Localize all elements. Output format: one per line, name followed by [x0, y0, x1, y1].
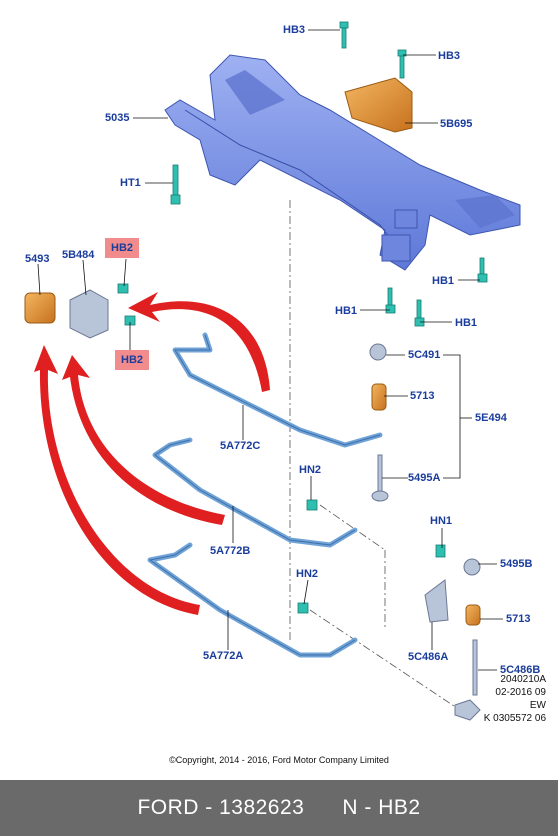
leader-lines [37, 29, 503, 671]
label-5035: 5035 [105, 112, 130, 124]
red-arrows [34, 292, 270, 615]
label-5b695: 5B695 [440, 118, 473, 130]
label-5a772b: 5A772B [210, 545, 251, 557]
label-5493: 5493 [25, 253, 50, 265]
drawing-date: 02-2016 09 [495, 687, 546, 698]
footer-part-number: FORD - 1382623 [137, 796, 305, 819]
label-hn2-top: HN2 [299, 464, 322, 476]
footer-part-code: N - HB2 [342, 796, 421, 819]
bracket-5b484 [69, 289, 109, 339]
label-5713-bottom: 5713 [506, 613, 531, 625]
label-5a772c: 5A772C [220, 440, 261, 452]
label-5713-top: 5713 [410, 390, 435, 402]
label-5a772a: 5A772A [203, 650, 244, 662]
center-lines [289, 200, 461, 711]
label-5b484: 5B484 [62, 249, 95, 261]
bracket-5b695 [344, 77, 413, 133]
label-hb1-left: HB1 [335, 305, 358, 317]
footer-bar: FORD - 1382623 N - HB2 [0, 780, 558, 836]
label-hn1: HN1 [430, 515, 453, 527]
label-ht1: HT1 [120, 177, 141, 189]
footer-spacer [304, 796, 342, 820]
bolts [117, 21, 488, 614]
label-hn2-bottom: HN2 [296, 568, 319, 580]
label-5e494: 5E494 [475, 412, 507, 424]
bushing-5493 [24, 292, 56, 324]
stabilizer-bars-outline [148, 334, 381, 656]
label-hb3-right: HB3 [438, 50, 461, 62]
drawing-reference: 2040210A 02-2016 09 EW K 0305572 06 [484, 673, 546, 725]
label-5c486b: 5C486B [500, 664, 541, 676]
parts-illustration [24, 21, 521, 721]
exploded-parts-diagram: HB3 HB3 5035 5B695 HT1 5493 5B484 HB2 HB… [24, 21, 546, 765]
end-link-parts [369, 343, 389, 502]
label-5495b: 5495B [500, 558, 533, 570]
label-5c486a: 5C486A [408, 651, 449, 663]
link-parts [424, 558, 481, 721]
label-hb1-right: HB1 [432, 275, 455, 287]
label-hb2-top: HB2 [105, 238, 140, 258]
rear-subframe [164, 54, 521, 271]
label-5c491: 5C491 [408, 349, 441, 361]
drawing-region: EW [529, 700, 546, 711]
label-5495a: 5495A [408, 472, 441, 484]
drawing-code: K 0305572 06 [483, 713, 546, 724]
label-hb1-bottom: HB1 [455, 317, 478, 329]
drawing-number: 2040210A [500, 674, 546, 685]
label-hb2-bottom: HB2 [115, 350, 150, 370]
label-hb3-top: HB3 [283, 24, 306, 36]
copyright-text: ©Copyright, 2014 - 2016, Ford Motor Comp… [169, 755, 389, 765]
